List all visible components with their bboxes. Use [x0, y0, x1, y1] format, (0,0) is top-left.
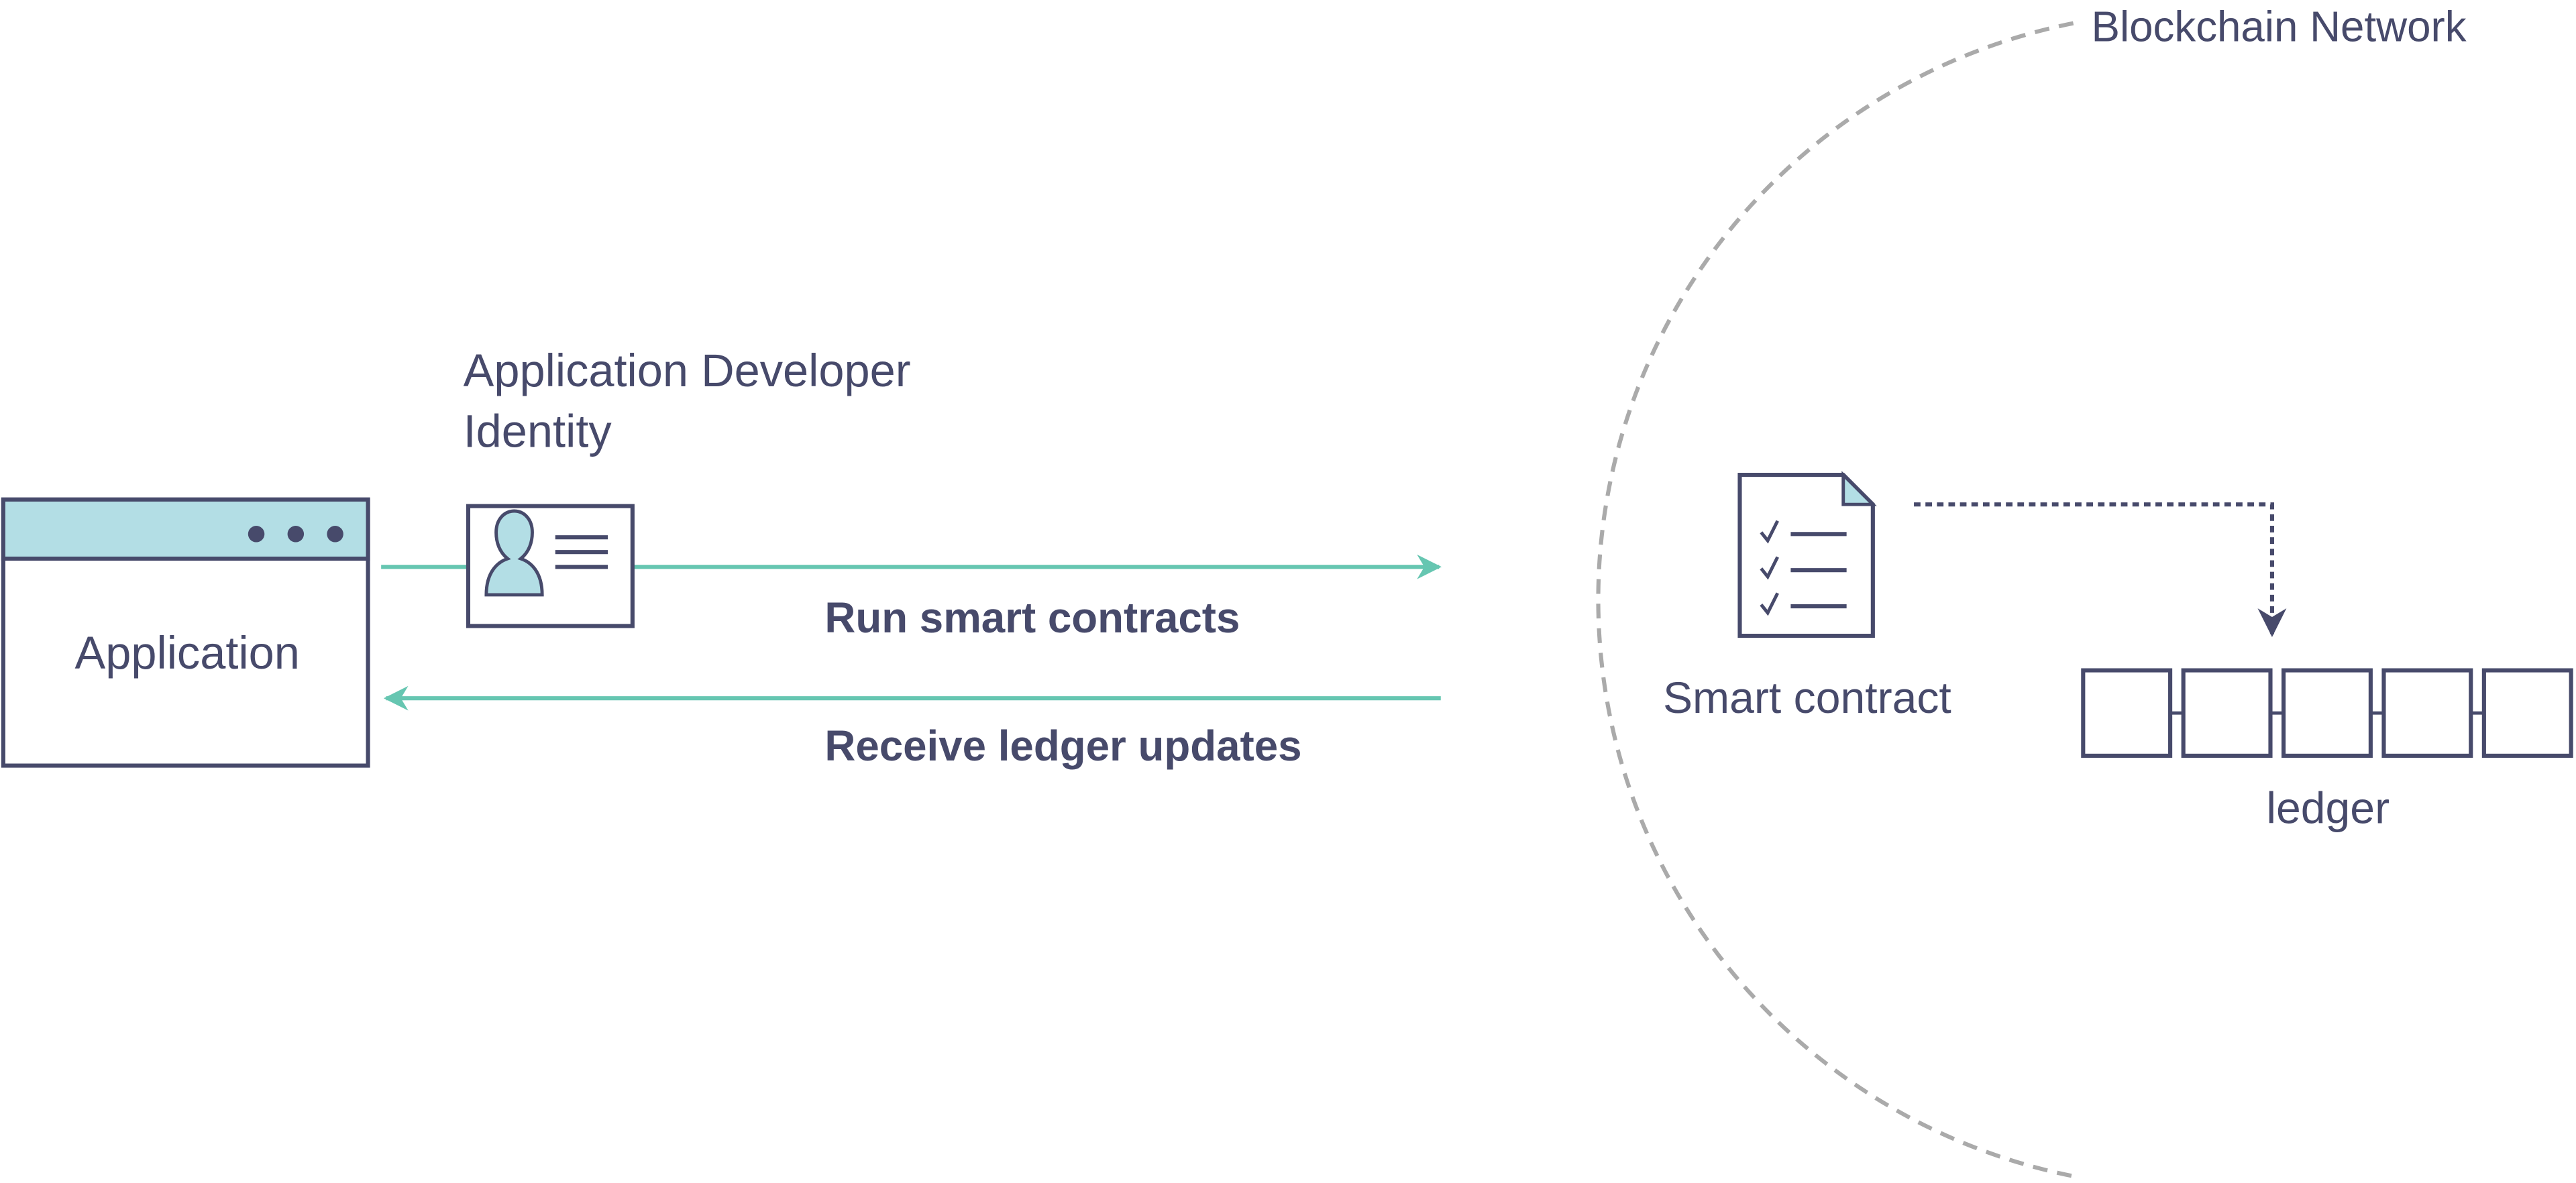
receive-ledger-updates-label: Receive ledger updates	[824, 722, 1301, 770]
identity-label-line2: Identity	[464, 405, 612, 457]
checkmark-icon	[1760, 520, 1779, 616]
ledger-label: ledger	[2266, 783, 2390, 833]
ledger-block	[2381, 668, 2473, 758]
identity-label-line1: Application Developer	[464, 345, 911, 396]
network-label: Blockchain Network	[2092, 3, 2467, 51]
application-label: Application	[74, 627, 299, 679]
smart-contract-document-icon	[1737, 471, 1877, 638]
blockchain-network-boundary	[1596, 21, 2074, 1178]
contract-to-ledger-arrow	[1914, 502, 2287, 637]
window-title-bar	[1, 497, 370, 561]
ledger-block	[2481, 668, 2573, 758]
ledger-block	[2282, 668, 2373, 758]
identity-card-icon	[466, 504, 635, 628]
window-dot-icon	[327, 526, 343, 543]
ledger-block	[2081, 668, 2173, 758]
window-dot-icon	[287, 526, 305, 543]
run-smart-contracts-label: Run smart contracts	[824, 594, 1240, 642]
window-dot-icon	[248, 526, 265, 543]
smart-contract-label: Smart contract	[1663, 673, 1951, 723]
ledger-block	[2181, 668, 2273, 758]
ledger-chain	[2081, 668, 2573, 758]
application-window: Application	[1, 497, 370, 768]
